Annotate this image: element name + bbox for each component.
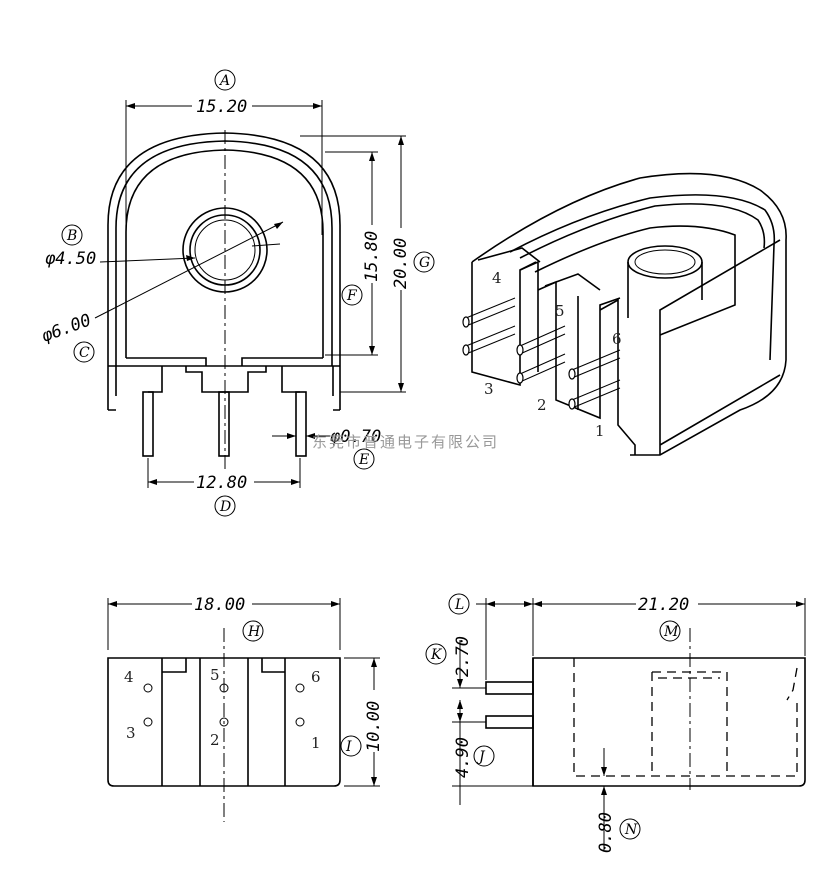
bottom-pin-5: 5 [210,666,220,684]
dim-base-width: 18.00 [194,595,245,615]
label-a: A [218,73,230,89]
isometric-view: 4 3 5 2 6 1 [462,172,787,456]
bottom-pin-1: 1 [311,734,321,752]
dim-pin-offset: 2.70 [453,636,473,677]
dim-inner-height: 15.80 [362,231,382,282]
iso-pin-3: 3 [484,380,494,398]
bottom-pin-2: 2 [210,731,220,749]
label-k: K [430,647,443,663]
iso-pin-1: 1 [595,422,605,440]
label-l: L [454,597,464,613]
label-f: F [346,288,358,304]
dim-bore-outer: φ6.00 [39,310,94,346]
label-b: B [66,228,77,244]
dim-bore-inner: φ4.50 [45,249,96,269]
label-n: N [624,822,638,838]
label-c: C [79,345,90,361]
label-i: I [345,739,352,755]
iso-pin-6: 6 [612,330,622,348]
iso-pin-2: 2 [537,396,547,414]
bottom-pin-6: 6 [311,668,321,686]
label-h: H [247,624,261,640]
dim-wall: 0.80 [596,812,616,853]
bottom-pin-3: 3 [126,724,136,742]
label-j: J [476,749,486,765]
bottom-pin-4: 4 [124,668,134,686]
side-view: L 21.20 M 2.70 K 4.90 J 0.80 N [425,593,806,853]
dim-base-height: 10.00 [364,701,384,752]
label-g: G [419,255,430,271]
dim-width-top: 15.20 [196,97,247,117]
dim-length: 21.20 [638,595,689,615]
label-m: M [663,624,679,640]
dim-total-height: 20.00 [391,238,411,289]
dim-pin-diameter: φ0.70 [330,427,381,447]
label-d: D [219,499,231,515]
watermark: 东莞市普通电子有限公司 [312,433,499,451]
dim-pin-spacing: 4.90 [453,737,473,778]
iso-pin-4: 4 [492,269,502,287]
bottom-view: 4 3 5 2 6 1 18.00 H 10.00 I [107,594,384,822]
iso-pin-5: 5 [555,302,565,320]
front-view: 15.20 A φ4.50 B φ6.00 C 15.80 F 20.00 G [39,69,435,517]
label-e: E [358,452,369,468]
dim-pin-pitch: 12.80 [196,473,247,493]
